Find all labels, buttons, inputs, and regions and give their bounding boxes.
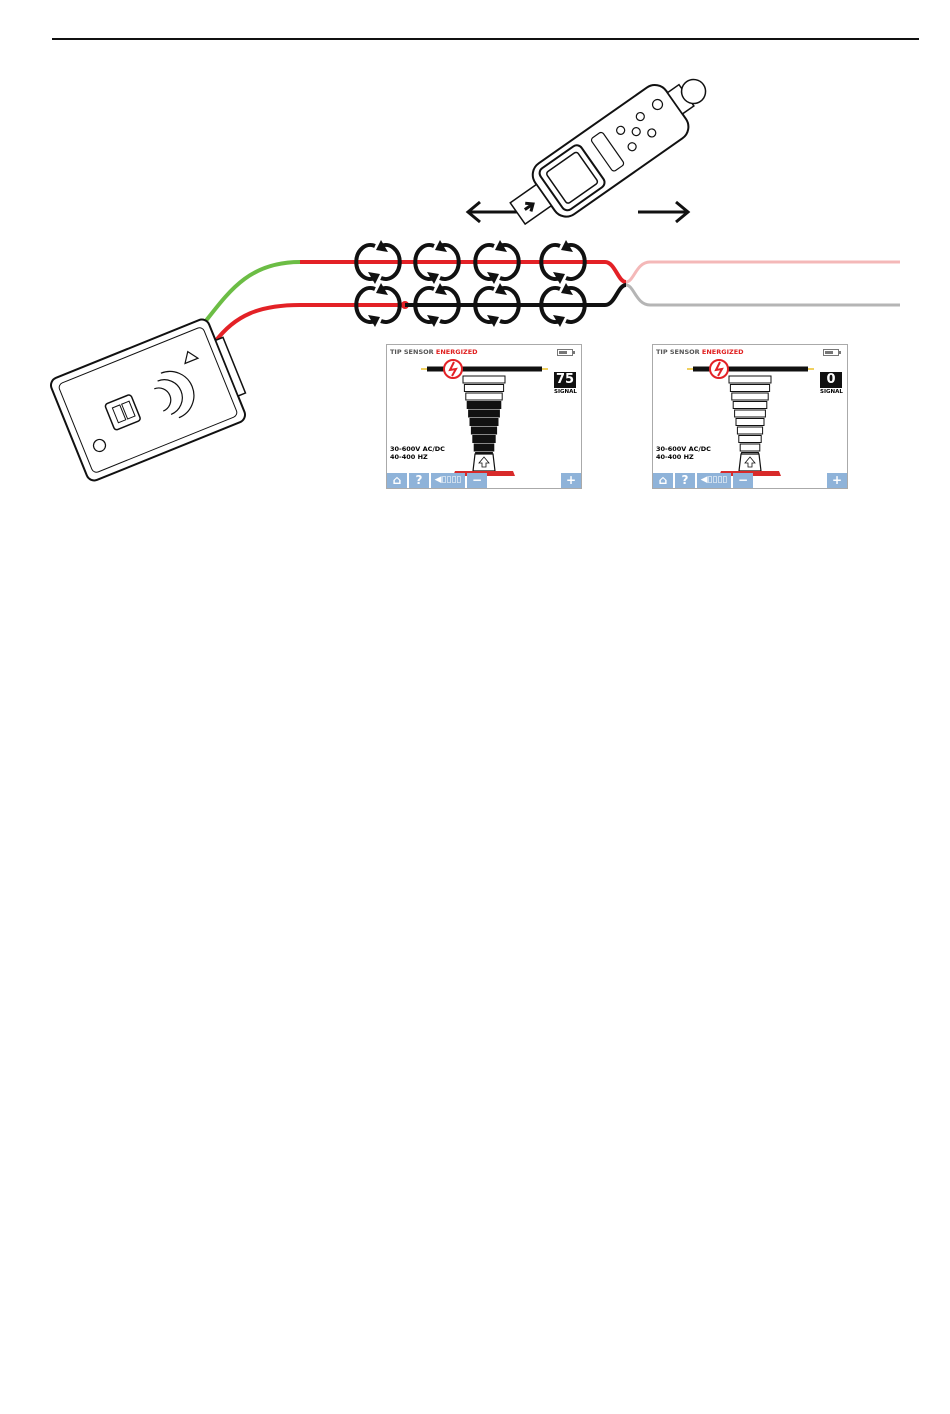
signal-bar (462, 375, 506, 384)
frequency-range: 40-400 HZ (390, 453, 428, 461)
plus-button[interactable]: + (827, 473, 847, 488)
status-energized: ENERGIZED (435, 348, 478, 356)
minus-button[interactable]: − (733, 473, 753, 488)
screen-toolbar: ⌂ ? ◀▯▯▯▯ − + (387, 472, 581, 488)
screen-toolbar: ⌂ ? ◀▯▯▯▯ − + (653, 472, 847, 488)
signal-bar (465, 392, 503, 401)
signal-bar (473, 443, 495, 452)
transmitter-device-icon (50, 318, 247, 482)
tester-screen-no-signal: TIP SENSOR ENERGIZED 0 SIGNAL 30-600V AC… (652, 344, 848, 489)
tester-screen-high-signal: TIP SENSOR ENERGIZED 75 SIGNAL 30-600V A… (386, 344, 582, 489)
frequency-range: 40-400 HZ (656, 453, 694, 461)
volume-button[interactable]: ◀▯▯▯▯ (697, 473, 731, 488)
screen-title: TIP SENSOR ENERGIZED (656, 348, 744, 356)
header-rule (52, 38, 919, 40)
rotation-arrow-icon (473, 283, 521, 327)
signal-bar (731, 392, 769, 401)
signal-value: 0 (820, 372, 842, 388)
arrow-left-icon (465, 200, 518, 224)
rotation-arrow-icon (413, 240, 461, 284)
rotation-arrow-icon (354, 283, 402, 327)
signal-label: SIGNAL (554, 389, 577, 395)
home-button[interactable]: ⌂ (653, 473, 673, 488)
probe-signal-graphic (687, 359, 814, 476)
rotation-arrow-icon (539, 240, 587, 284)
home-button[interactable]: ⌂ (387, 473, 407, 488)
probe-signal-graphic (421, 359, 548, 476)
volume-button[interactable]: ◀▯▯▯▯ (431, 473, 465, 488)
voltage-range: 30-600V AC/DC (656, 445, 711, 453)
signal-bar (469, 418, 499, 426)
signal-value: 75 (554, 372, 576, 388)
rotation-arrow-icon (413, 283, 461, 327)
rotation-arrow-icon (473, 240, 521, 284)
signal-bar (739, 443, 761, 452)
wire-grey (625, 283, 900, 307)
battery-icon (557, 349, 575, 356)
signal-bar (728, 375, 772, 384)
signal-bar (470, 426, 498, 435)
rotation-arrow-icon (539, 283, 587, 327)
signal-bar (734, 409, 766, 418)
screen-title: TIP SENSOR ENERGIZED (390, 348, 478, 356)
tester-device-icon (509, 78, 707, 226)
voltage-range: 30-600V AC/DC (390, 445, 445, 453)
plus-button[interactable]: + (561, 473, 581, 488)
wire-green (203, 260, 301, 324)
signal-bar (736, 426, 764, 435)
help-button[interactable]: ? (675, 473, 695, 488)
rotation-arrow-icon (354, 240, 402, 284)
signal-bar (738, 435, 762, 443)
signal-bar (735, 418, 765, 426)
signal-label: SIGNAL (820, 389, 843, 395)
minus-button[interactable]: − (467, 473, 487, 488)
wire-red-lower (213, 303, 405, 344)
status-energized: ENERGIZED (701, 348, 744, 356)
signal-bar (472, 435, 496, 443)
battery-icon (823, 349, 841, 356)
signal-bar (732, 401, 768, 409)
signal-bar (468, 409, 500, 418)
wire-black (405, 283, 627, 307)
signal-bar (463, 384, 505, 392)
signal-bar (466, 401, 502, 409)
signal-bar (729, 384, 771, 392)
wire-red-top (300, 260, 627, 284)
help-button[interactable]: ? (409, 473, 429, 488)
wire-pink (625, 260, 900, 284)
arrow-right-icon (638, 200, 691, 224)
